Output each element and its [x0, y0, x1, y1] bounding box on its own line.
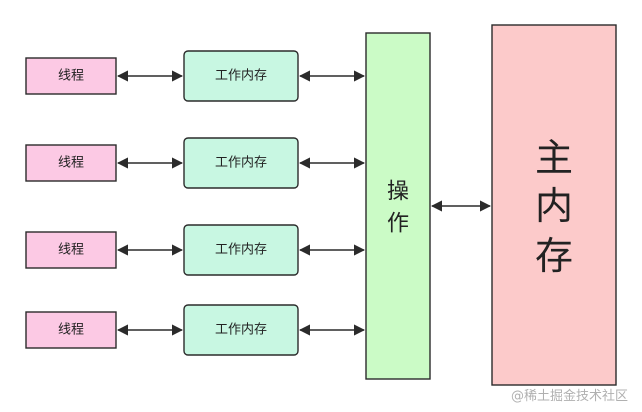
working-memory-box: [183, 137, 299, 189]
thread-label: 线程: [58, 69, 84, 84]
thread-label: 线程: [58, 156, 84, 171]
watermark: @稀土掘金技术社区: [510, 389, 628, 404]
working-memory-box: [183, 50, 299, 102]
operation-label-char: 操: [387, 180, 409, 205]
working-memory-label: 工作内存: [215, 242, 267, 258]
thread-box: [25, 311, 117, 349]
thread-label: 线程: [58, 323, 84, 338]
main-memory-label-char: 存: [535, 234, 573, 278]
thread-box: [25, 144, 117, 182]
working-memory-label: 工作内存: [215, 322, 267, 338]
main-memory-block: [491, 24, 617, 386]
working-memory-box: [183, 304, 299, 356]
operation-label-char: 作: [387, 212, 409, 237]
thread-label: 线程: [58, 243, 84, 258]
main-memory-label-char: 内: [535, 184, 573, 228]
working-memory-label: 工作内存: [215, 155, 267, 171]
thread-box: [25, 57, 117, 95]
working-memory-label: 工作内存: [215, 68, 267, 84]
thread-box: [25, 231, 117, 269]
main-memory-label-char: 主: [535, 136, 573, 180]
working-memory-box: [183, 224, 299, 276]
operation-block: [365, 32, 431, 380]
